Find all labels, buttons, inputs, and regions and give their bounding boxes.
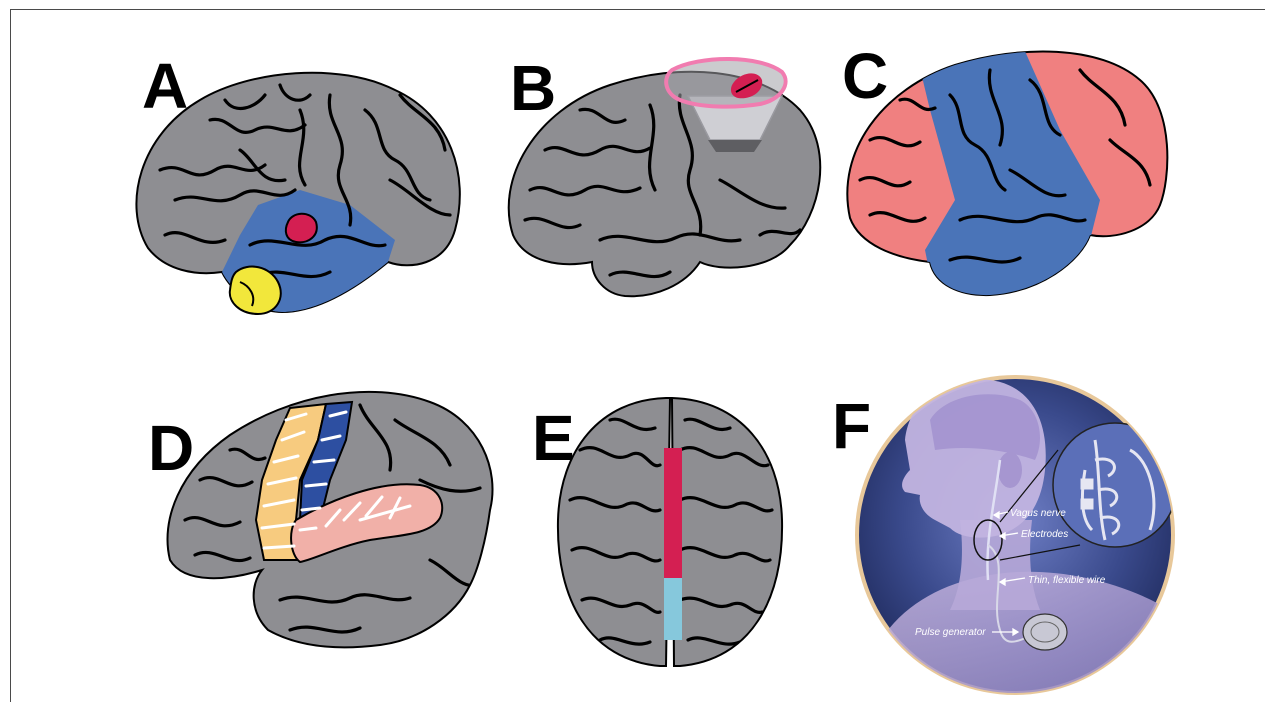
panel-label-a: A bbox=[142, 50, 188, 122]
panel-e: E bbox=[532, 398, 782, 666]
panel-b: B bbox=[509, 52, 821, 296]
pulse-generator-device bbox=[1023, 614, 1067, 650]
panel-a: A bbox=[136, 50, 459, 314]
label-electrodes: Electrodes bbox=[1021, 529, 1068, 540]
panel-label-c: C bbox=[842, 40, 888, 112]
label-vagus-nerve: Vagus nerve bbox=[1010, 508, 1066, 519]
panel-label-b: B bbox=[510, 52, 556, 124]
label-wire: Thin, flexible wire bbox=[1028, 575, 1106, 586]
ear bbox=[998, 452, 1022, 488]
label-pulse-generator: Pulse generator bbox=[915, 627, 986, 638]
panel-d: D bbox=[148, 392, 493, 648]
panel-f: Vagus nerve Electrodes Thin, flexible wi… bbox=[832, 375, 1200, 700]
brain-e-right-hemisphere bbox=[672, 398, 782, 666]
callosotomy-anterior bbox=[664, 448, 682, 578]
panel-c: C bbox=[842, 40, 1167, 300]
panel-label-d: D bbox=[148, 412, 194, 484]
epileptic-focus-a bbox=[286, 214, 317, 243]
treatment-zone-outline bbox=[666, 59, 785, 107]
hippocampus-region bbox=[230, 267, 281, 314]
electrode-zoom-inset bbox=[1053, 423, 1177, 547]
panel-label-e: E bbox=[532, 402, 575, 474]
callosotomy-posterior bbox=[664, 578, 682, 640]
panel-label-f: F bbox=[832, 390, 871, 462]
transducer-base bbox=[708, 140, 762, 152]
brain-e-left-hemisphere bbox=[558, 398, 670, 666]
